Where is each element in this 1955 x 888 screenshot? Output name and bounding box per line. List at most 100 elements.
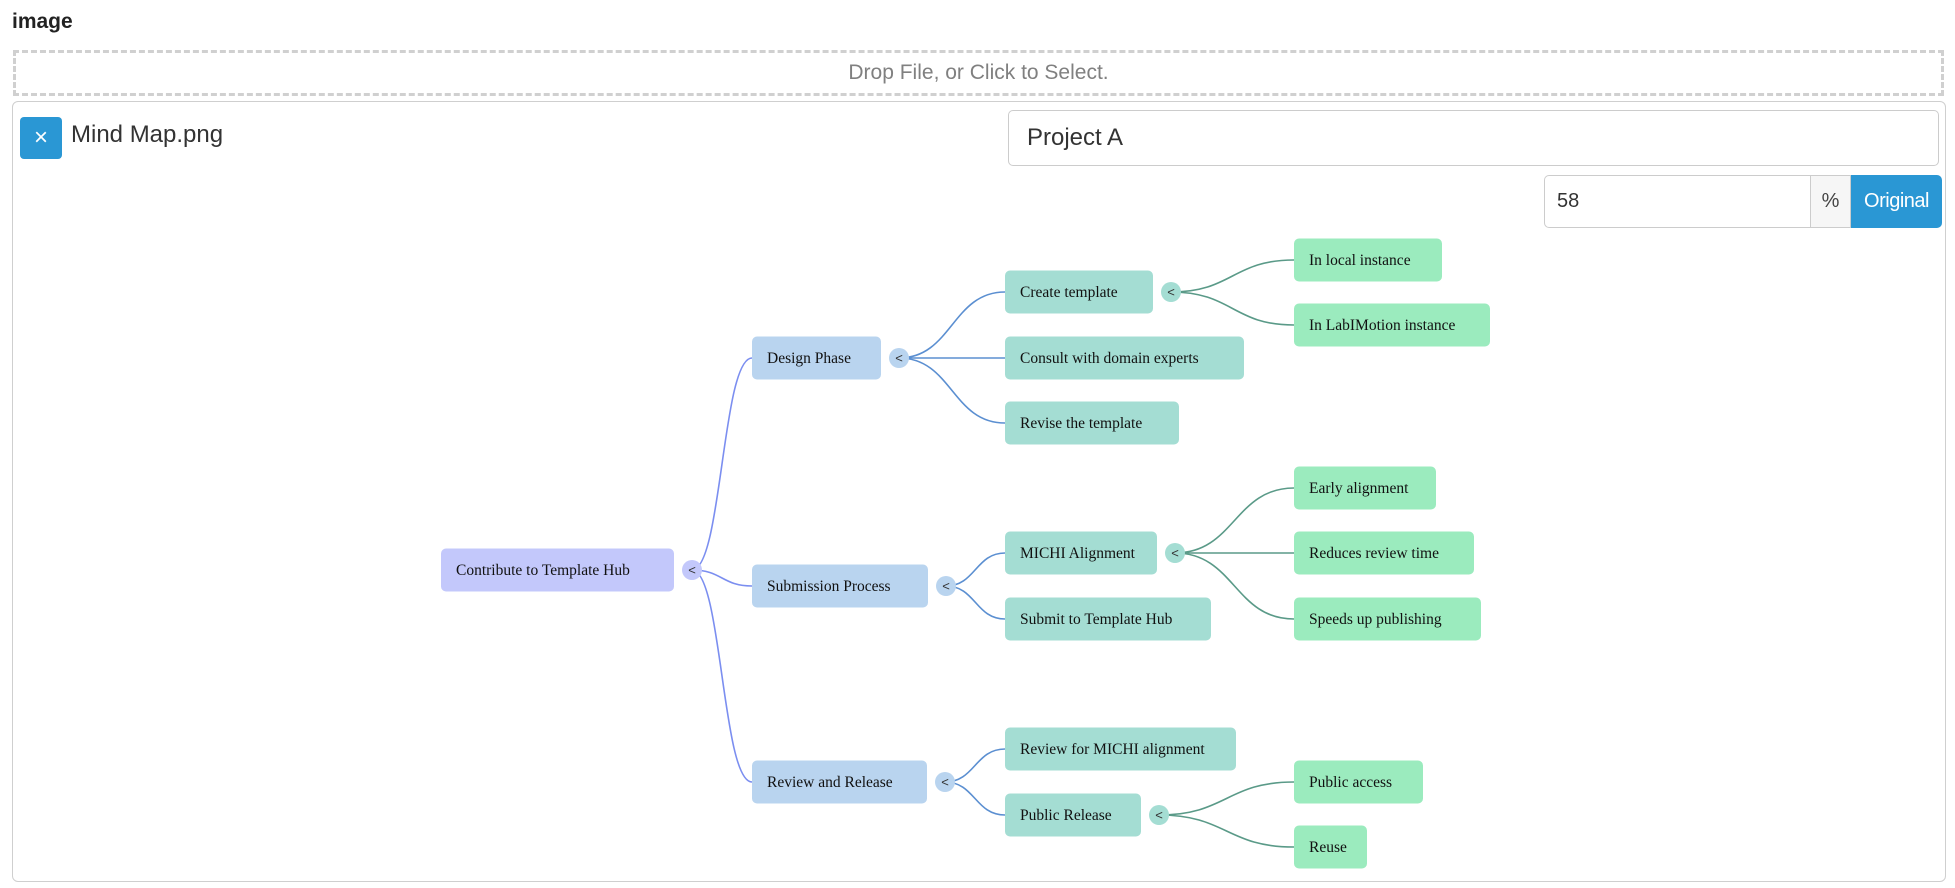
mind-map-node[interactable]: Revise the template [1005, 401, 1179, 445]
node-box [752, 564, 928, 608]
image-panel [12, 101, 1946, 882]
node-label: Design Phase [767, 350, 851, 367]
node-box [1294, 238, 1442, 282]
mind-map-node[interactable]: Create template [1005, 270, 1153, 314]
collapse-toggle[interactable]: < [1149, 805, 1169, 825]
mind-map-node[interactable]: In LabIMotion instance [1294, 303, 1490, 347]
node-label: Submission Process [767, 578, 891, 595]
dropzone-text: Drop File, or Click to Select. [848, 61, 1109, 84]
node-box [1294, 531, 1474, 575]
remove-file-button[interactable]: × [20, 117, 62, 159]
collapse-toggle[interactable]: < [1161, 282, 1181, 302]
mind-map-node[interactable]: Design Phase [752, 336, 881, 380]
zoom-percent-input[interactable] [1544, 175, 1810, 228]
link-line [1174, 487, 1295, 554]
node-label: Contribute to Template Hub [456, 562, 630, 579]
node-label: Reduces review time [1309, 545, 1439, 562]
toggle-circle [889, 348, 909, 368]
node-label: Review and Release [767, 774, 893, 791]
file-name: Mind Map.png [71, 121, 224, 148]
collapse-toggle[interactable]: < [889, 348, 909, 368]
original-size-button[interactable]: Original [1851, 175, 1942, 228]
file-dropzone[interactable]: Drop File, or Click to Select. [13, 50, 1944, 96]
node-box [1294, 597, 1481, 641]
mind-map-node[interactable]: Early alignment [1294, 466, 1436, 510]
collapse-toggle[interactable]: < [935, 772, 955, 792]
link-line [691, 357, 753, 571]
collapse-toggle[interactable]: < [936, 576, 956, 596]
mind-map-node[interactable]: Reuse [1294, 825, 1367, 869]
link-line [945, 552, 1006, 587]
chevron-left-icon: < [895, 351, 903, 366]
toggle-circle [935, 772, 955, 792]
link-line [1158, 781, 1295, 816]
node-box [1294, 466, 1436, 510]
zoom-control: % Original [1544, 175, 1942, 228]
node-box [1005, 597, 1211, 641]
collapse-toggle[interactable]: < [682, 560, 702, 580]
mind-map-node[interactable]: Submission Process [752, 564, 928, 608]
node-box [752, 760, 927, 804]
node-label: Create template [1020, 284, 1118, 301]
node-label: MICHI Alignment [1020, 545, 1136, 562]
node-box [752, 336, 881, 380]
node-label: Reuse [1309, 839, 1347, 856]
node-label: In local instance [1309, 252, 1411, 269]
toggle-circle [1149, 805, 1169, 825]
root-node[interactable]: Contribute to Template Hub [441, 548, 674, 592]
mind-map-node[interactable]: Reduces review time [1294, 531, 1474, 575]
field-label: image [12, 10, 73, 33]
mind-map-node[interactable]: MICHI Alignment [1005, 531, 1157, 575]
link-line [898, 291, 1006, 359]
chevron-left-icon: < [941, 775, 949, 790]
node-box [1005, 531, 1157, 575]
node-box [1005, 727, 1236, 771]
percent-addon: % [1810, 175, 1851, 228]
node-box [1005, 270, 1153, 314]
chevron-left-icon: < [688, 563, 696, 578]
link-line [1174, 552, 1295, 620]
toggle-circle [1165, 543, 1185, 563]
mind-map-node[interactable]: Public Release [1005, 793, 1141, 837]
node-label: In LabIMotion instance [1309, 317, 1455, 334]
link-line [1170, 291, 1295, 326]
mind-map-node[interactable]: Speeds up publishing [1294, 597, 1481, 641]
node-box [1294, 760, 1423, 804]
mind-map-node[interactable]: Review and Release [752, 760, 927, 804]
link-line [1170, 259, 1295, 293]
chevron-left-icon: < [1155, 808, 1163, 823]
node-label: Consult with domain experts [1020, 350, 1199, 367]
node-label: Public Release [1020, 807, 1112, 824]
title-input[interactable] [1008, 110, 1939, 166]
toggle-circle [936, 576, 956, 596]
link-line [898, 357, 1006, 424]
node-box [1294, 825, 1367, 869]
mind-map-node[interactable]: In local instance [1294, 238, 1442, 282]
node-label: Early alignment [1309, 480, 1409, 497]
link-line [945, 585, 1006, 620]
link-line [944, 781, 1006, 816]
close-icon: × [33, 124, 48, 151]
toggle-circle [682, 560, 702, 580]
node-box [1294, 303, 1490, 347]
node-label: Public access [1309, 774, 1392, 791]
link-line [1158, 814, 1295, 848]
node-label: Review for MICHI alignment [1020, 741, 1205, 758]
node-label: Revise the template [1020, 415, 1142, 432]
node-box [1005, 401, 1179, 445]
mind-map-node[interactable]: Public access [1294, 760, 1423, 804]
mind-map-node[interactable]: Review for MICHI alignment [1005, 727, 1236, 771]
node-label: Submit to Template Hub [1020, 611, 1173, 628]
mind-map-node[interactable]: Submit to Template Hub [1005, 597, 1211, 641]
mind-map-node[interactable]: Consult with domain experts [1005, 336, 1244, 380]
link-line [944, 748, 1006, 783]
chevron-left-icon: < [942, 579, 950, 594]
node-box [441, 548, 674, 592]
node-box [1005, 336, 1244, 380]
collapse-toggle[interactable]: < [1165, 543, 1185, 563]
toggle-circle [1161, 282, 1181, 302]
node-box [1005, 793, 1141, 837]
chevron-left-icon: < [1171, 546, 1179, 561]
chevron-left-icon: < [1167, 285, 1175, 300]
